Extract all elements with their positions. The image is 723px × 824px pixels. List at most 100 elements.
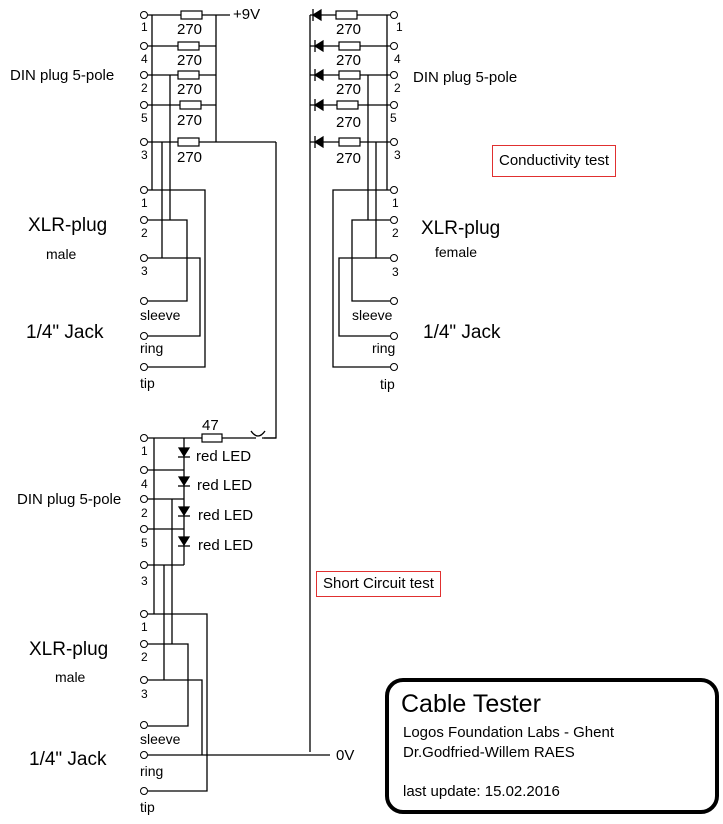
din-pin	[140, 11, 148, 19]
diode	[313, 39, 324, 53]
pin-label: 4	[141, 52, 148, 66]
pin-label: 3	[141, 574, 148, 588]
din-pin	[140, 101, 148, 109]
led	[177, 447, 191, 458]
wire	[262, 142, 277, 439]
pin-label: 2	[141, 506, 148, 520]
xlr-pin	[390, 216, 398, 224]
led	[177, 476, 191, 487]
xlr-pin	[140, 216, 148, 224]
pin-label: 3	[141, 148, 148, 162]
jack-pin	[140, 363, 148, 371]
left-din-conductivity	[140, 10, 277, 439]
resistor	[338, 41, 361, 51]
din-pin	[140, 525, 148, 533]
pin-label: 3	[394, 148, 401, 162]
xlr-pin	[140, 254, 148, 262]
ground-0v-label: 0V	[336, 747, 354, 764]
resistor-value: 270	[336, 52, 361, 69]
led-label: red LED	[197, 477, 252, 494]
pin-label: 2	[141, 81, 148, 95]
pin-label: 3	[141, 264, 148, 278]
wire	[148, 438, 208, 792]
pin-label: 2	[394, 81, 401, 95]
right-din-conductivity	[309, 8, 398, 752]
jack-pin	[140, 787, 148, 795]
xlr-pin	[140, 676, 148, 684]
din-pin	[390, 42, 398, 50]
diode	[313, 98, 324, 112]
pin-label: 2	[141, 226, 148, 240]
pin-label: 5	[390, 111, 397, 125]
resistor	[338, 70, 361, 80]
diode	[311, 8, 322, 22]
pin-label: ring	[372, 340, 395, 356]
xlr-sub-label: male	[46, 246, 77, 262]
resistor-value: 270	[177, 149, 202, 166]
wire	[148, 437, 248, 566]
din-pin	[140, 434, 148, 442]
resistor-value: 270	[336, 21, 361, 38]
short-circuit-test-label: Short Circuit test	[316, 571, 441, 597]
short-circuit-din	[140, 430, 330, 792]
pin-label: ring	[140, 763, 163, 779]
short-circuit-xlr-jack	[140, 610, 148, 795]
resistor	[338, 137, 361, 147]
resistor-value: 270	[177, 21, 202, 38]
pin-label: 5	[141, 111, 148, 125]
din-pin	[140, 561, 148, 569]
resistor-47	[201, 433, 223, 443]
pin-label: 1	[392, 196, 399, 210]
resistor	[177, 70, 200, 80]
title-block-org: Logos Foundation Labs - Ghent	[403, 724, 614, 741]
jack-pin	[140, 332, 148, 340]
xlr-pin	[390, 254, 398, 262]
xlr-plug-label: XLR-plug	[421, 218, 500, 239]
title-block-title: Cable Tester	[401, 690, 541, 718]
plus-9v-label: +9V	[233, 6, 260, 23]
xlr-pin	[140, 186, 148, 194]
xlr-sub-label: female	[435, 244, 477, 260]
pin-label: 4	[394, 52, 401, 66]
right-xlr-jack-conductivity	[390, 186, 398, 371]
pin-label: tip	[380, 376, 395, 392]
wire	[148, 15, 206, 368]
wire	[332, 15, 390, 368]
jack-pin	[390, 363, 398, 371]
resistor	[336, 100, 359, 110]
pin-label: 1	[141, 620, 148, 634]
jack-label: 1/4" Jack	[423, 322, 501, 343]
pin-label: 1	[141, 20, 148, 34]
din-pin	[140, 138, 148, 146]
title-block-author: Dr.Godfried-Willem RAES	[403, 744, 575, 761]
din-pin	[390, 101, 398, 109]
resistor	[177, 137, 200, 147]
resistor-value: 270	[336, 150, 361, 167]
left-xlr-jack-conductivity	[140, 186, 148, 371]
diode	[313, 135, 324, 149]
pin-label: 3	[141, 687, 148, 701]
din-pin	[390, 71, 398, 79]
resistor-value: 47	[202, 417, 219, 434]
xlr-pin	[390, 186, 398, 194]
resistor-value: 270	[336, 114, 361, 131]
jack-pin	[390, 297, 398, 305]
xlr-plug-label: XLR-plug	[28, 215, 107, 236]
pin-label: 4	[141, 477, 148, 491]
pin-label: 5	[141, 536, 148, 550]
resistor	[335, 10, 358, 20]
din-plug-label: DIN plug 5-pole	[17, 491, 121, 508]
resistor-value: 270	[177, 81, 202, 98]
xlr-plug-label: XLR-plug	[29, 639, 108, 660]
jack-pin	[390, 332, 398, 340]
din-plug-label: DIN plug 5-pole	[413, 69, 517, 86]
jack-pin	[140, 721, 148, 729]
pin-label: 2	[392, 226, 399, 240]
pin-label: 2	[141, 650, 148, 664]
conductivity-test-label: Conductivity test	[492, 145, 617, 177]
pin-label: 1	[141, 196, 148, 210]
led	[177, 536, 191, 547]
din-pin	[140, 466, 148, 474]
pin-label: ring	[140, 340, 163, 356]
